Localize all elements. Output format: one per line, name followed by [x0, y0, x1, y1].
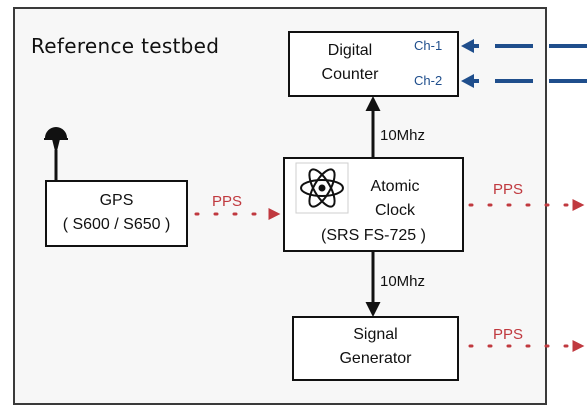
channel-2-input-arrow	[461, 74, 587, 88]
pps-label-clock: PPS	[493, 181, 524, 198]
clock-label-line2: Clock	[374, 202, 415, 219]
pps-label-gps: PPS	[212, 193, 243, 210]
clock-label-line3: (SRS FS-725 )	[321, 227, 426, 244]
channel-2-label: Ch-2	[414, 73, 443, 88]
counter-label-line1: Digital	[327, 42, 373, 59]
counter-label-line2: Counter	[321, 66, 379, 83]
channel-1-label: Ch-1	[414, 38, 443, 53]
frequency-label-top: 10Mhz	[380, 127, 426, 144]
gps-label-line2: ( S600 / S650 )	[62, 216, 171, 233]
gps-box	[45, 180, 188, 247]
gps-label-line1: GPS	[99, 192, 134, 209]
generator-label-line2: Generator	[339, 350, 412, 367]
clock-label-line1: Atomic	[370, 178, 420, 195]
frequency-label-bottom: 10Mhz	[380, 273, 426, 290]
channel-1-input-arrow	[461, 39, 587, 53]
generator-label-line1: Signal	[353, 326, 398, 343]
testbed-title: Reference testbed	[31, 34, 220, 58]
gps-antenna-icon	[44, 127, 68, 180]
signal-generator-box	[292, 316, 459, 381]
atom-icon	[295, 162, 349, 214]
pps-label-generator: PPS	[493, 326, 524, 343]
